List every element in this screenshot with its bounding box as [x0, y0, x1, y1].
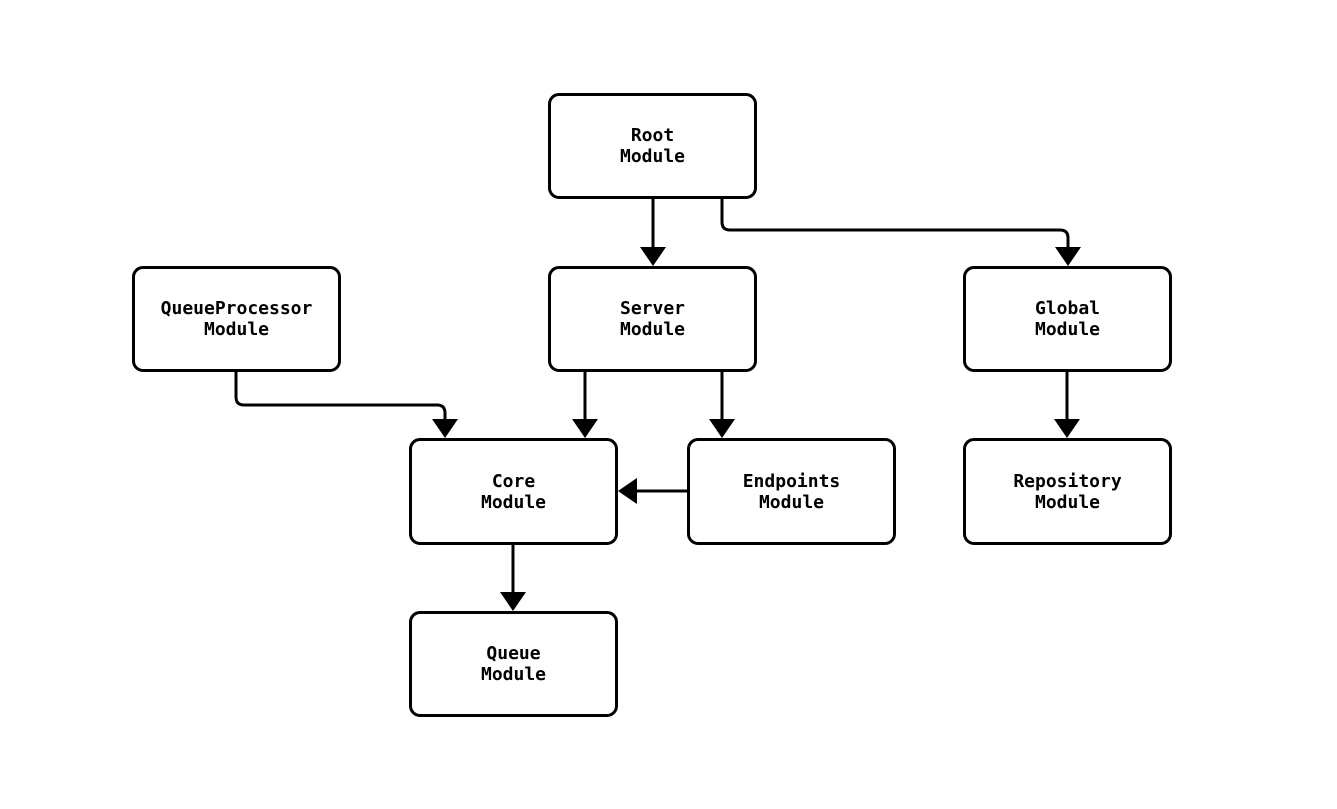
edge-server-to-endpoints — [709, 372, 735, 438]
node-queueprocessor-module-label: QueueProcessor Module — [160, 298, 313, 340]
node-queueprocessor-module: QueueProcessor Module — [132, 266, 341, 372]
node-root-module: Root Module — [548, 93, 757, 199]
edge-queueprocessor-to-core — [234, 372, 458, 438]
node-core-module-label: Core Module — [480, 470, 547, 513]
edge-global-to-repository — [1054, 372, 1080, 438]
node-queue-module: Queue Module — [409, 611, 618, 717]
node-server-module-label: Server Module — [619, 298, 686, 340]
edge-root-to-server — [640, 199, 666, 266]
edge-server-to-core — [572, 372, 598, 438]
node-server-module: Server Module — [548, 266, 757, 372]
node-repository-module: Repository Module — [963, 438, 1172, 545]
node-endpoints-module-label: Endpoints Module — [742, 470, 841, 513]
node-repository-module-label: Repository Module — [1013, 470, 1122, 513]
node-endpoints-module: Endpoints Module — [687, 438, 896, 545]
node-global-module: Global Module — [963, 266, 1172, 372]
edge-core-to-queue — [500, 545, 526, 611]
node-root-module-label: Root Module — [619, 125, 686, 167]
edge-endpoints-to-core — [618, 478, 687, 504]
node-core-module: Core Module — [409, 438, 618, 545]
edge-root-to-global — [720, 199, 1081, 266]
node-queue-module-label: Queue Module — [480, 643, 547, 685]
node-global-module-label: Global Module — [1034, 298, 1101, 340]
